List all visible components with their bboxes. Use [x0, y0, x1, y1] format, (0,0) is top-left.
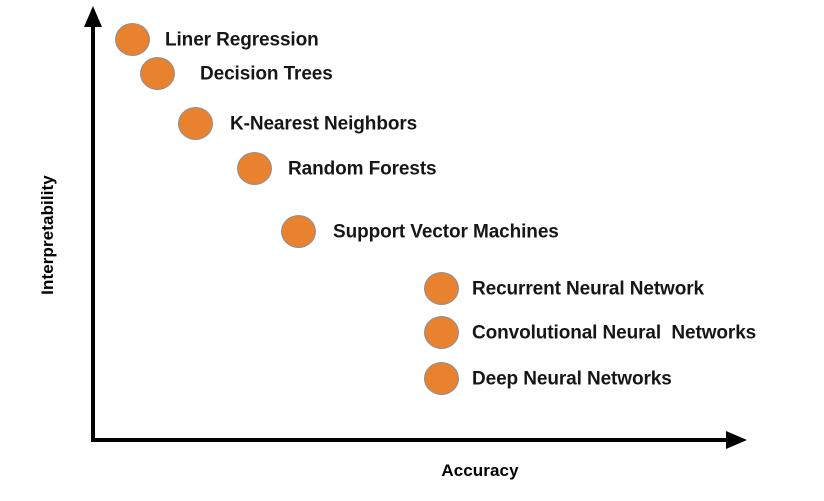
x-axis-title: Accuracy: [441, 461, 519, 480]
data-point-label: Decision Trees: [200, 63, 333, 85]
data-point-marker: [424, 316, 459, 349]
data-point-label: K-Nearest Neighbors: [230, 113, 418, 135]
data-point-marker: [424, 272, 459, 305]
data-point-label: Random Forests: [288, 158, 437, 180]
data-point-label: Recurrent Neural Network: [472, 278, 705, 300]
data-point-label: Support Vector Machines: [333, 221, 559, 243]
data-point-marker: [281, 215, 316, 248]
data-point-marker: [424, 362, 459, 395]
data-point-marker: [115, 23, 150, 56]
data-point-label: Liner Regression: [165, 29, 319, 51]
data-point-label: Convolutional Neural Networks: [472, 322, 757, 344]
x-axis-arrowhead: [726, 431, 747, 449]
y-axis-title: Interpretability: [38, 175, 57, 295]
data-point-marker: [178, 107, 213, 140]
y-axis-arrowhead: [84, 6, 102, 27]
data-point-marker: [237, 152, 272, 185]
data-point-marker: [140, 57, 175, 90]
data-point-label: Deep Neural Networks: [472, 368, 672, 390]
